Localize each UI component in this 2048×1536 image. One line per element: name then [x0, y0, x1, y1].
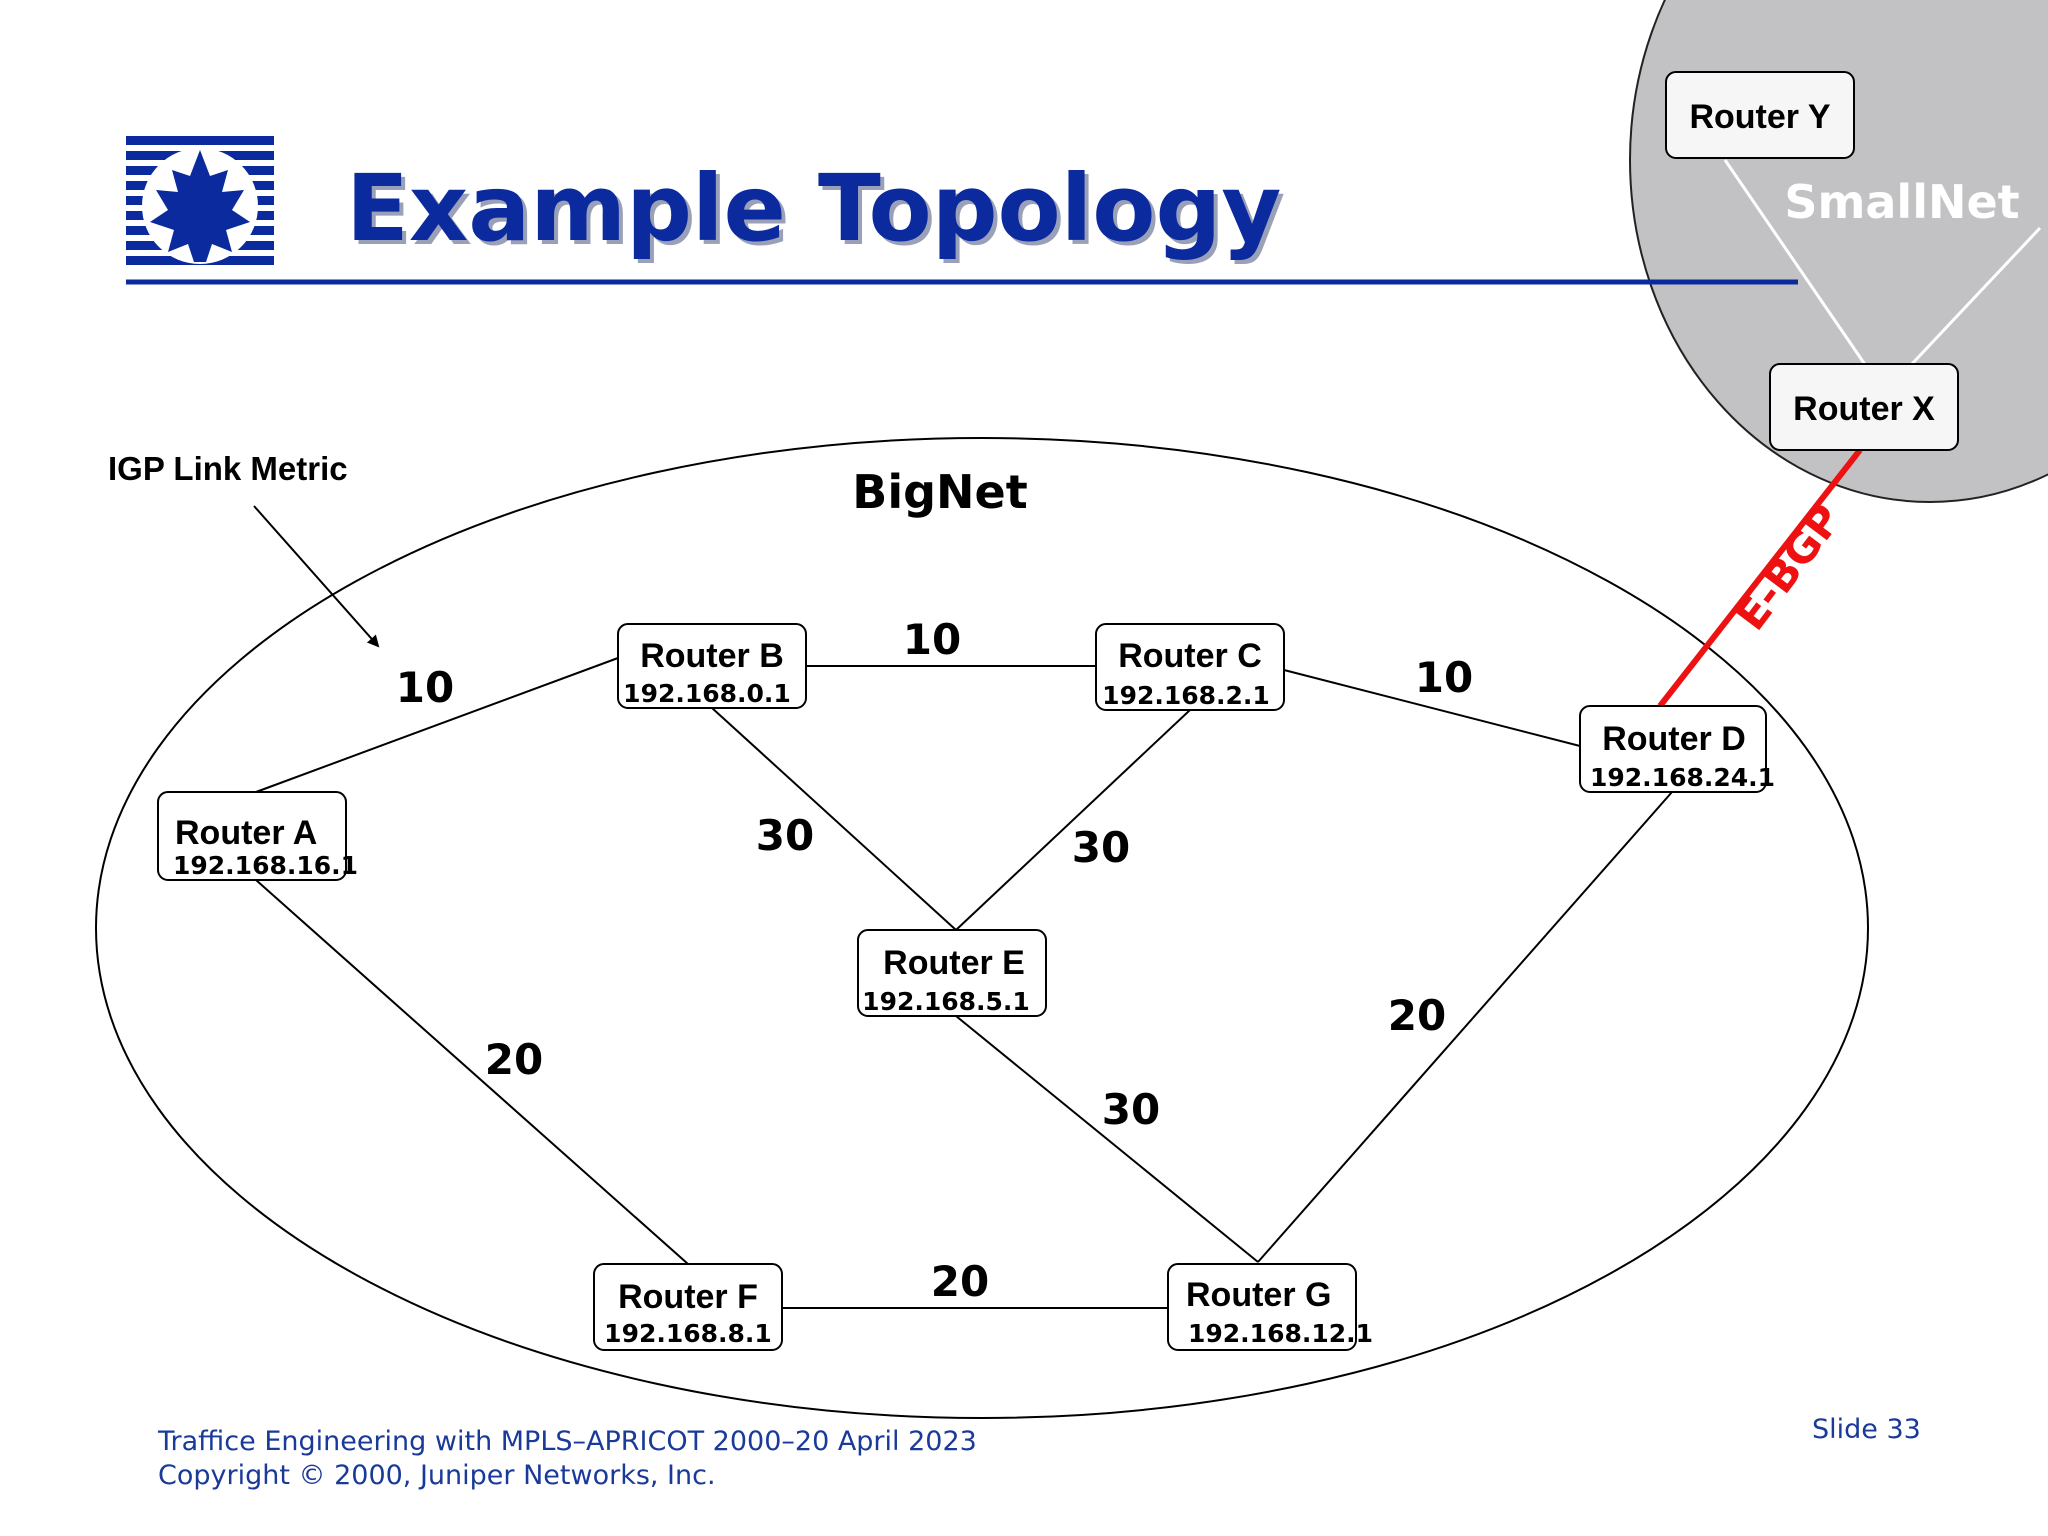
igp-metric-annotation: IGP Link Metric — [108, 450, 348, 487]
annotation-arrow — [253, 505, 380, 648]
router-a-ip: 192.168.16.1 — [173, 851, 358, 880]
link-c-d — [1283, 669, 1581, 747]
ebgp-label: E-BGP — [1726, 495, 1851, 639]
link-b-e — [711, 707, 957, 931]
router-a-name: Router A — [175, 814, 317, 852]
router-y-name: Router Y — [1689, 98, 1830, 136]
link-e-g — [955, 1015, 1259, 1263]
router-e-ip: 192.168.5.1 — [862, 987, 1030, 1016]
metric-b-e: 30 — [756, 811, 814, 860]
metric-c-d: 10 — [1415, 653, 1473, 702]
router-e[interactable]: Router E 192.168.5.1 — [857, 929, 1047, 1017]
link-x-offpage — [1908, 226, 2042, 368]
router-e-name: Router E — [883, 944, 1025, 982]
logo — [126, 136, 274, 271]
link-d-g — [1257, 791, 1673, 1263]
metric-a-b: 10 — [396, 663, 454, 712]
router-g[interactable]: Router G 192.168.12.1 — [1167, 1263, 1373, 1351]
bignet-label: BigNet — [852, 465, 1027, 519]
footer-line-2: Copyright © 2000, Juniper Networks, Inc. — [158, 1460, 716, 1491]
router-f-name: Router F — [618, 1278, 758, 1316]
metric-a-f: 20 — [485, 1035, 543, 1084]
router-d[interactable]: Router D 192.168.24.1 — [1579, 705, 1775, 793]
footer-line-1: Traffice Engineering with MPLS–APRICOT 2… — [157, 1426, 977, 1457]
router-b[interactable]: Router B 192.168.0.1 — [617, 623, 807, 709]
router-g-ip: 192.168.12.1 — [1188, 1319, 1373, 1348]
router-b-name: Router B — [640, 637, 784, 675]
metric-d-g: 20 — [1388, 991, 1446, 1040]
slide-title: Example Topology — [346, 155, 1281, 262]
router-g-name: Router G — [1186, 1276, 1331, 1314]
metric-b-c: 10 — [903, 615, 961, 664]
router-d-name: Router D — [1602, 720, 1746, 758]
router-c[interactable]: Router C 192.168.2.1 — [1095, 623, 1285, 711]
slide-number: Slide 33 — [1812, 1414, 1921, 1445]
metric-f-g: 20 — [931, 1257, 989, 1306]
metric-e-g: 30 — [1102, 1085, 1160, 1134]
router-f-ip: 192.168.8.1 — [604, 1319, 772, 1348]
router-y[interactable]: Router Y — [1665, 71, 1855, 159]
smallnet-label: SmallNet — [1784, 175, 2019, 229]
router-a[interactable]: Router A 192.168.16.1 — [157, 791, 358, 881]
link-c-e — [955, 709, 1191, 931]
slide-title: Example Topology — [350, 159, 1285, 266]
router-x[interactable]: Router X — [1769, 363, 1959, 451]
link-y-x — [1723, 159, 1868, 367]
router-b-ip: 192.168.0.1 — [623, 679, 791, 708]
router-d-ip: 192.168.24.1 — [1590, 763, 1775, 792]
bignet-region — [95, 437, 1869, 1419]
router-x-name: Router X — [1793, 390, 1935, 428]
metric-c-e: 30 — [1072, 823, 1130, 872]
router-c-ip: 192.168.2.1 — [1102, 681, 1270, 710]
link-a-b — [255, 657, 619, 793]
link-a-f — [255, 879, 689, 1265]
ebgp-link — [1657, 448, 1863, 708]
router-f[interactable]: Router F 192.168.8.1 — [593, 1263, 783, 1351]
router-c-name: Router C — [1118, 637, 1262, 675]
